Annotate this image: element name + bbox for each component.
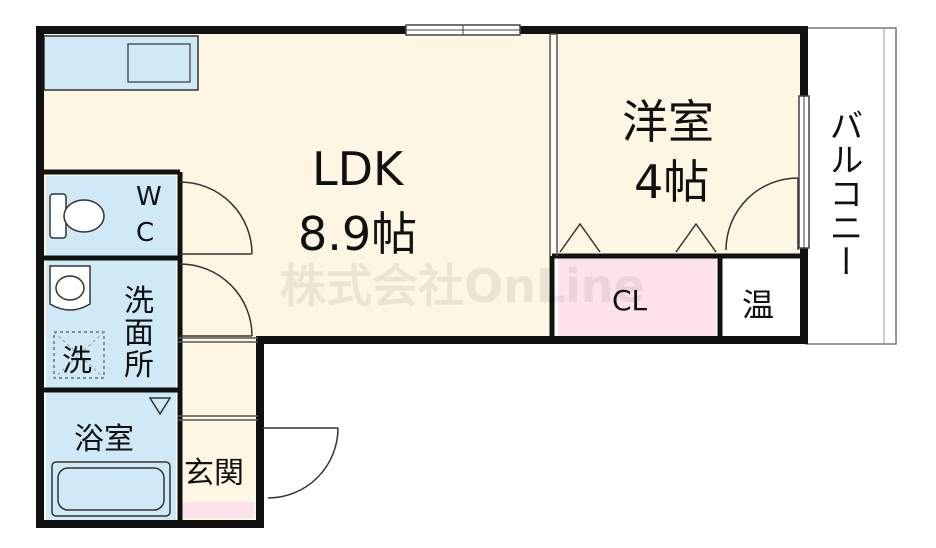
water-heater-floor bbox=[726, 256, 798, 336]
bathtub bbox=[51, 461, 171, 517]
toilet-label-c: C bbox=[136, 218, 155, 248]
closet-doors bbox=[559, 222, 717, 253]
balcony-label: バルコニー bbox=[823, 108, 863, 278]
water-heater-label: 温 bbox=[742, 286, 775, 324]
washer-spot bbox=[53, 331, 105, 379]
interior-walls bbox=[40, 169, 804, 524]
washer-label: 洗 bbox=[62, 344, 92, 379]
window-top bbox=[405, 24, 521, 36]
ldk-size-label: 8.9帖 bbox=[298, 207, 418, 261]
door-swings bbox=[148, 177, 799, 499]
bathroom-label: 浴室 bbox=[74, 422, 134, 457]
washroom-label-2: 面 bbox=[124, 316, 154, 351]
balcony bbox=[805, 27, 897, 345]
ldk-label: LDK bbox=[312, 142, 404, 196]
watermark: 株式会社OnLine bbox=[280, 259, 645, 313]
closet-floor bbox=[558, 256, 716, 336]
kitchen-sink bbox=[127, 43, 191, 83]
toilet-label-w: W bbox=[136, 182, 162, 212]
entrance-mat bbox=[180, 502, 254, 518]
window-balcony bbox=[798, 95, 810, 249]
entrance-label: 玄関 bbox=[184, 456, 244, 491]
toilet-fixture bbox=[49, 193, 105, 239]
closet-label: CL bbox=[612, 284, 648, 317]
washroom-label-3: 所 bbox=[124, 348, 154, 383]
western-room-size-label: 4帖 bbox=[634, 155, 710, 209]
outer-walls bbox=[36, 26, 808, 528]
sliding-partition bbox=[549, 33, 558, 256]
hallway-floor bbox=[178, 336, 258, 520]
western-room-floor bbox=[556, 34, 800, 256]
western-room-label: 洋室 bbox=[622, 95, 714, 149]
washroom-label-1: 洗 bbox=[124, 284, 154, 319]
wash-basin bbox=[49, 265, 91, 311]
